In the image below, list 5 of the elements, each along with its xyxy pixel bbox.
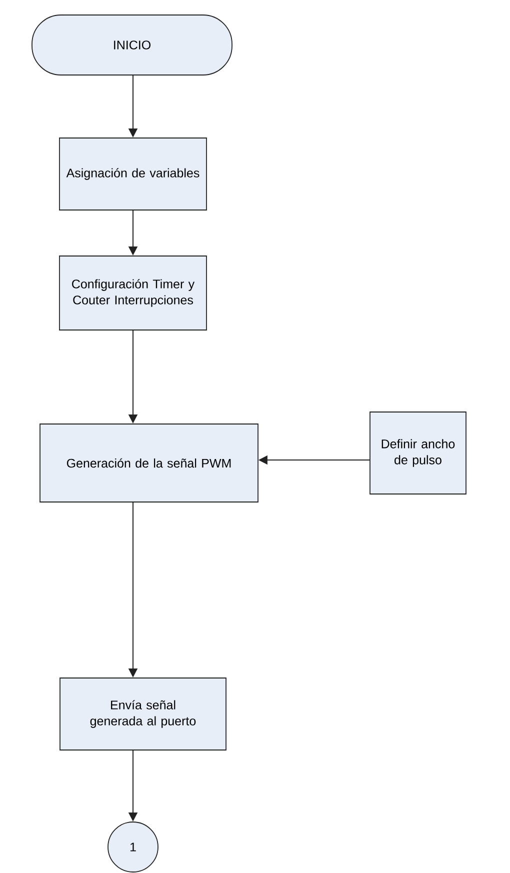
process-box: Definir ancho de pulso xyxy=(370,412,466,494)
process-box: Generación de la señal PWM xyxy=(40,424,258,502)
process-box: Envía señal generada al puerto xyxy=(60,678,226,750)
process-box: Asignación de variables xyxy=(59,138,207,210)
process-box: Configuración Timer y Couter Interrupciones xyxy=(59,256,207,330)
